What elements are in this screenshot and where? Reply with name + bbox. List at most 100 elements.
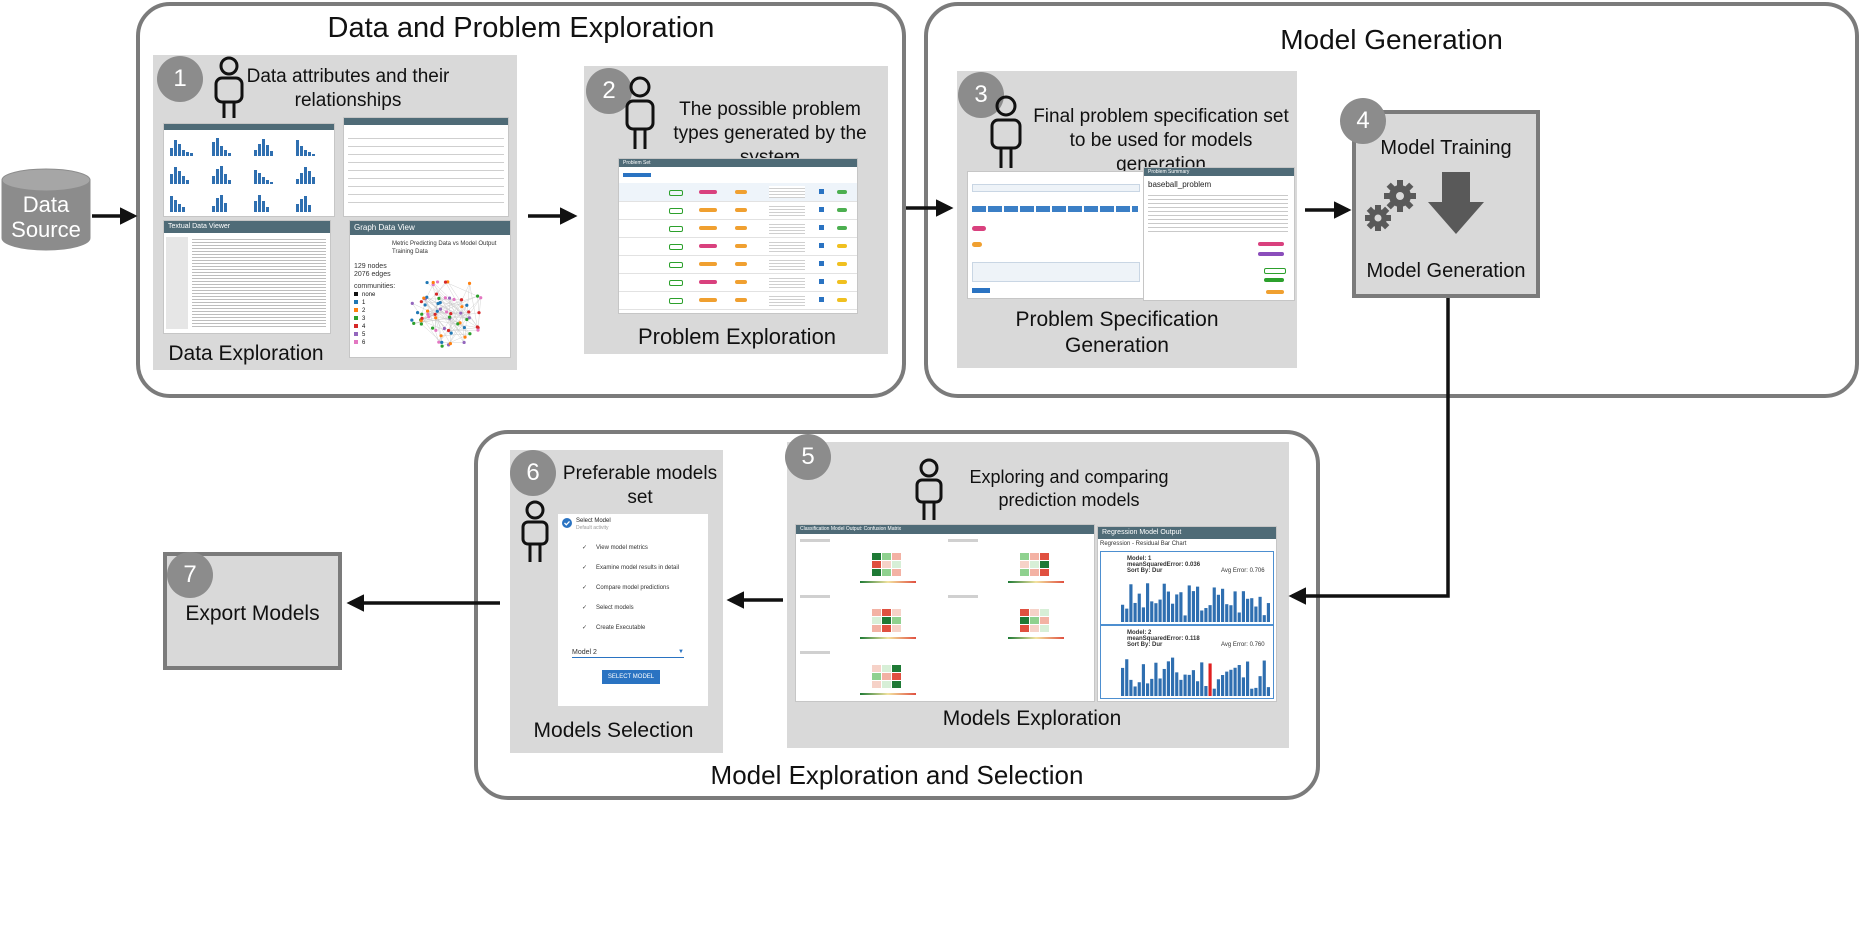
check-circle-icon [562, 518, 572, 528]
graph-node [467, 310, 471, 314]
graph-node [425, 280, 429, 285]
graph-node [433, 312, 437, 316]
person-icon [214, 56, 244, 118]
residual-bar [1137, 682, 1141, 696]
step-number-7: 7 [167, 552, 213, 598]
graph-edge [427, 314, 461, 324]
submit-button [972, 288, 990, 293]
step-1-label: Data Exploration [168, 342, 324, 365]
residual-bar [1187, 585, 1191, 622]
select-model-step-label: Examine model results in detail [596, 565, 680, 571]
model-2-avg-error: Avg Error: 0.760 [1221, 642, 1265, 648]
residual-bar [1262, 660, 1266, 696]
step-7-label: Export Models [185, 602, 320, 625]
panel-models-selection: 6 Preferable models set Select Model Def… [510, 450, 723, 753]
residual-bar [1166, 661, 1170, 696]
model-1-residual-bars [1121, 583, 1270, 622]
graph-node [439, 334, 443, 338]
graph-edge [421, 318, 479, 328]
community-label: 2 [362, 308, 366, 314]
graph-node [456, 322, 460, 326]
graph-subtitle-2: Training Data [392, 249, 428, 255]
problem-summary-name: baseball_problem [1148, 180, 1212, 189]
data-source-cylinder [1, 168, 91, 251]
model-1-mse: meanSquaredError: 0.036 [1127, 562, 1201, 568]
graph-node [440, 344, 444, 348]
add-problem-button [623, 173, 651, 177]
graph-node [459, 298, 464, 302]
section-title-model-exploration: Model Exploration and Selection [710, 760, 1084, 790]
select-model-screenshot: Select Model Default activity ✓View mode… [558, 514, 708, 706]
residual-bar [1121, 667, 1125, 696]
graph-node [419, 300, 423, 304]
model-dropdown[interactable]: Model 2 ▼ [572, 648, 684, 658]
community-label: 1 [362, 300, 366, 306]
community-label: 6 [362, 340, 366, 346]
community-legend-item: none [354, 292, 375, 299]
problem-row [619, 237, 857, 256]
graph-node [449, 311, 453, 316]
graph-edge [448, 322, 461, 345]
residual-bar [1250, 688, 1254, 696]
graph-node [426, 312, 430, 316]
graph-node [477, 311, 481, 315]
model-1-sort: Sort By: Dur [1127, 568, 1163, 574]
graph-node [465, 303, 469, 307]
graph-node [443, 296, 447, 300]
textual-viewer-header: Textual Data Viewer [164, 221, 330, 233]
problem-row [619, 291, 857, 310]
residual-bar [1187, 674, 1191, 696]
step-4-label: Model Generation [1366, 260, 1526, 282]
model-training-title: Model Training [1380, 137, 1512, 159]
residual-bar [1133, 686, 1137, 696]
select-model-step-label: Compare model predictions [596, 585, 670, 591]
histogram-thumbnails [170, 138, 315, 212]
residual-bar [1154, 603, 1158, 622]
graph-node [452, 297, 456, 302]
residual-bar [1191, 591, 1195, 622]
graph-node [437, 340, 441, 344]
graph-edge [433, 282, 465, 343]
graph-node [468, 332, 472, 336]
residual-bar [1133, 602, 1137, 622]
section-title-model-generation: Model Generation [1280, 24, 1503, 55]
residual-bar [1229, 669, 1233, 696]
graph-edge [477, 296, 480, 313]
residual-bar [1121, 604, 1125, 622]
residual-bar [1141, 607, 1145, 622]
step-number-3: 3 [958, 72, 1004, 118]
problem-summary-screenshot: Problem Summary baseball_problem [1143, 167, 1295, 301]
residual-bar [1246, 598, 1250, 622]
graph-node [463, 335, 467, 339]
graph-node [420, 316, 424, 320]
checkmark-icon: ✓ [582, 605, 588, 611]
graph-node [420, 312, 424, 316]
model-1-chart: Model: 1 meanSquaredError: 0.036 Sort By… [1100, 551, 1274, 625]
graph-node [410, 301, 414, 305]
residual-bar [1258, 596, 1262, 622]
graph-edge [440, 308, 466, 338]
residual-bar [1200, 610, 1204, 622]
select-model-button[interactable]: SELECT MODEL [602, 670, 660, 684]
community-swatch [354, 340, 358, 344]
graph-edge [426, 297, 465, 343]
graph-edge [451, 323, 458, 334]
graph-node [437, 296, 441, 300]
graph-node [430, 326, 435, 330]
residual-bar [1204, 686, 1208, 696]
community-label: 5 [362, 332, 366, 338]
community-legend-item: 2 [354, 308, 365, 315]
select-model-step: ✓Examine model results in detail [582, 564, 679, 572]
residual-bar [1246, 661, 1250, 696]
graph-edge [412, 303, 465, 328]
model-2-chart: Model: 2 meanSquaredError: 0.118 Sort By… [1100, 625, 1274, 699]
graph-edge [435, 317, 442, 343]
graph-edge [434, 298, 440, 315]
community-legend-item: 5 [354, 332, 365, 339]
graph-node [435, 309, 439, 313]
model-2-label: Model: 2 [1127, 630, 1152, 636]
graph-node [434, 328, 438, 332]
residual-bar [1212, 587, 1216, 622]
graph-node [415, 311, 420, 315]
